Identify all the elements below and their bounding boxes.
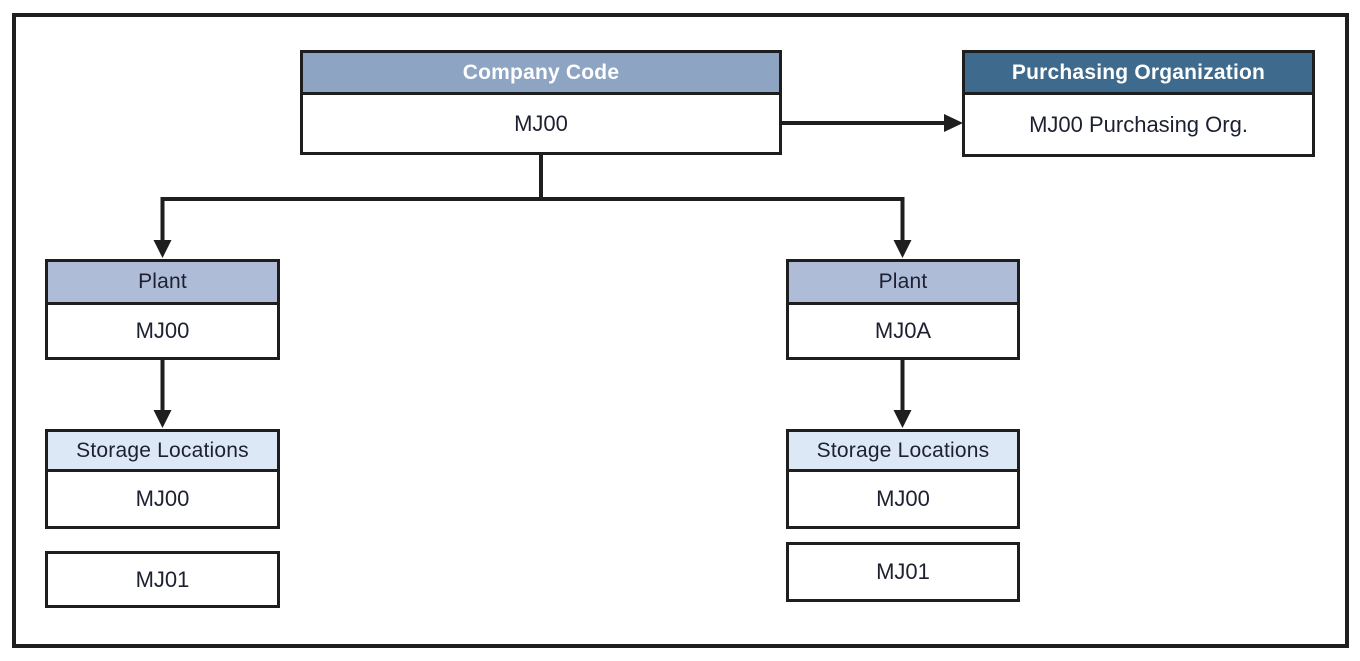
plant-left-value: MJ00 bbox=[48, 305, 277, 357]
plant-left-node: Plant MJ00 bbox=[45, 259, 280, 360]
plant-right-value: MJ0A bbox=[789, 305, 1017, 357]
storage-locations-right-node: Storage Locations MJ00 bbox=[786, 429, 1020, 529]
company-code-header: Company Code bbox=[303, 53, 779, 95]
arrow-to-plant-right bbox=[893, 197, 912, 258]
arrow-to-plant-left bbox=[153, 197, 172, 258]
diagram-outer-frame bbox=[12, 13, 1349, 648]
company-code-value: MJ00 bbox=[303, 95, 779, 152]
storage-locations-right-value: MJ00 bbox=[789, 472, 1017, 526]
storage-locations-left-value: MJ00 bbox=[48, 472, 277, 526]
purchasing-org-header: Purchasing Organization bbox=[965, 53, 1312, 95]
storage-locations-left-node: Storage Locations MJ00 bbox=[45, 429, 280, 529]
arrow-company-to-purchasing-org bbox=[782, 114, 963, 132]
purchasing-org-value: MJ00 Purchasing Org. bbox=[965, 95, 1312, 154]
connector-company-to-plants bbox=[160, 155, 905, 201]
plant-right-node: Plant MJ0A bbox=[786, 259, 1020, 360]
arrow-plant-right-to-storage bbox=[893, 360, 912, 428]
storage-locations-right-header: Storage Locations bbox=[789, 432, 1017, 472]
arrow-plant-left-to-storage bbox=[153, 360, 172, 428]
storage-location-right-extra-box: MJ01 bbox=[786, 542, 1020, 602]
storage-locations-left-header: Storage Locations bbox=[48, 432, 277, 472]
storage-location-left-extra-box: MJ01 bbox=[45, 551, 280, 608]
plant-left-header: Plant bbox=[48, 262, 277, 305]
plant-right-header: Plant bbox=[789, 262, 1017, 305]
purchasing-org-node: Purchasing Organization MJ00 Purchasing … bbox=[962, 50, 1315, 157]
company-code-node: Company Code MJ00 bbox=[300, 50, 782, 155]
